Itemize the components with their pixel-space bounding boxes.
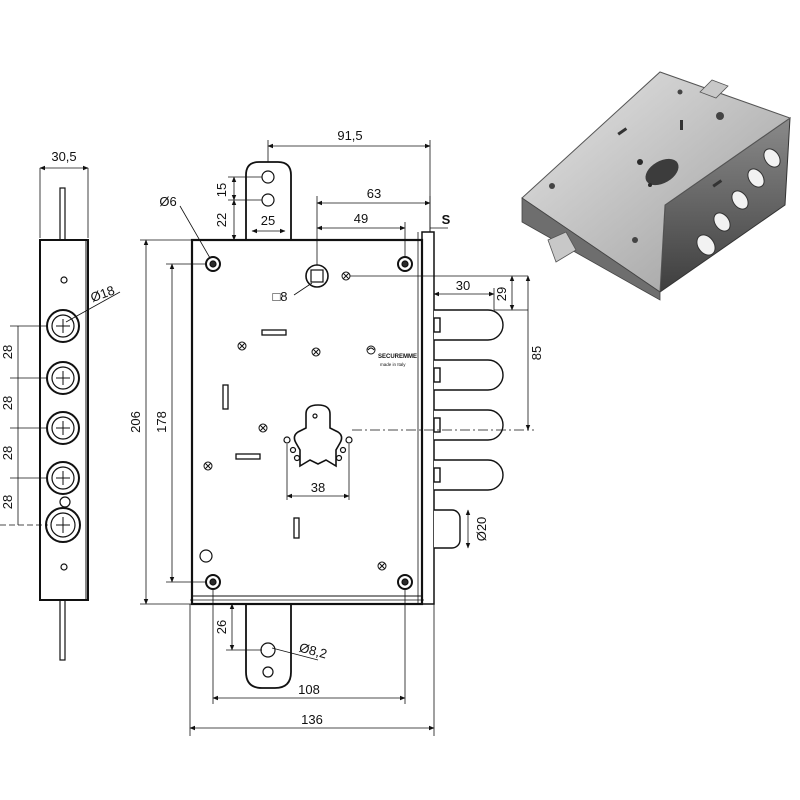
spindle-square	[310, 269, 324, 283]
bottom-tab-hole-2	[262, 666, 274, 678]
dim-width-136: 136	[301, 712, 323, 727]
deadbolts	[433, 309, 504, 549]
dim-bolt-85: 85	[529, 346, 544, 360]
bottom-tab	[245, 604, 292, 689]
dim-height-206: 206	[128, 411, 143, 433]
product-bolts	[696, 148, 781, 256]
dim-bolt-30: 30	[456, 278, 470, 293]
front-view	[140, 140, 534, 736]
top-rod	[59, 187, 66, 241]
side-diameter-label: Ø18	[88, 283, 116, 306]
dim-width-108: 108	[298, 682, 320, 697]
side-width-label: 30,5	[51, 149, 76, 164]
spacing-label-1: 28	[0, 345, 15, 359]
brand-tagline: made in Italy	[380, 362, 406, 367]
spacing-label-3: 28	[0, 446, 15, 460]
dim-cylinder-38: 38	[311, 480, 325, 495]
side-view	[0, 165, 121, 661]
side-bolt-circles	[45, 309, 81, 543]
brand-name: SECUREMME	[378, 354, 417, 360]
dim-tab-26: 26	[214, 620, 229, 634]
screws	[203, 271, 387, 571]
dim-total-width: 91,5	[337, 128, 362, 143]
dim-bolt-29: 29	[494, 287, 509, 301]
dim-tab-width: 25	[261, 213, 275, 228]
dim-63: 63	[367, 186, 381, 201]
spacing-label-2: 28	[0, 396, 15, 410]
bottom-rod	[59, 599, 66, 661]
face-plate	[421, 231, 435, 605]
dim-s: S	[442, 212, 451, 227]
latch-bolt	[434, 509, 461, 549]
side-body	[39, 239, 89, 601]
product-3d-view	[521, 71, 792, 301]
spacing-label-4: 28	[0, 495, 15, 509]
dim-offset-22: 22	[214, 213, 229, 227]
cylinder-cutout	[293, 404, 343, 468]
dim-hole-82: Ø8,2	[298, 640, 329, 662]
dim-offset-15: 15	[214, 183, 229, 197]
dim-spindle: □8	[272, 289, 287, 304]
dim-height-178: 178	[154, 411, 169, 433]
top-tab	[245, 161, 292, 240]
dim-49: 49	[354, 211, 368, 226]
dim-latch-20: Ø20	[474, 517, 489, 542]
brand-logo	[366, 345, 376, 355]
dim-hole-diameter: Ø6	[159, 194, 176, 209]
